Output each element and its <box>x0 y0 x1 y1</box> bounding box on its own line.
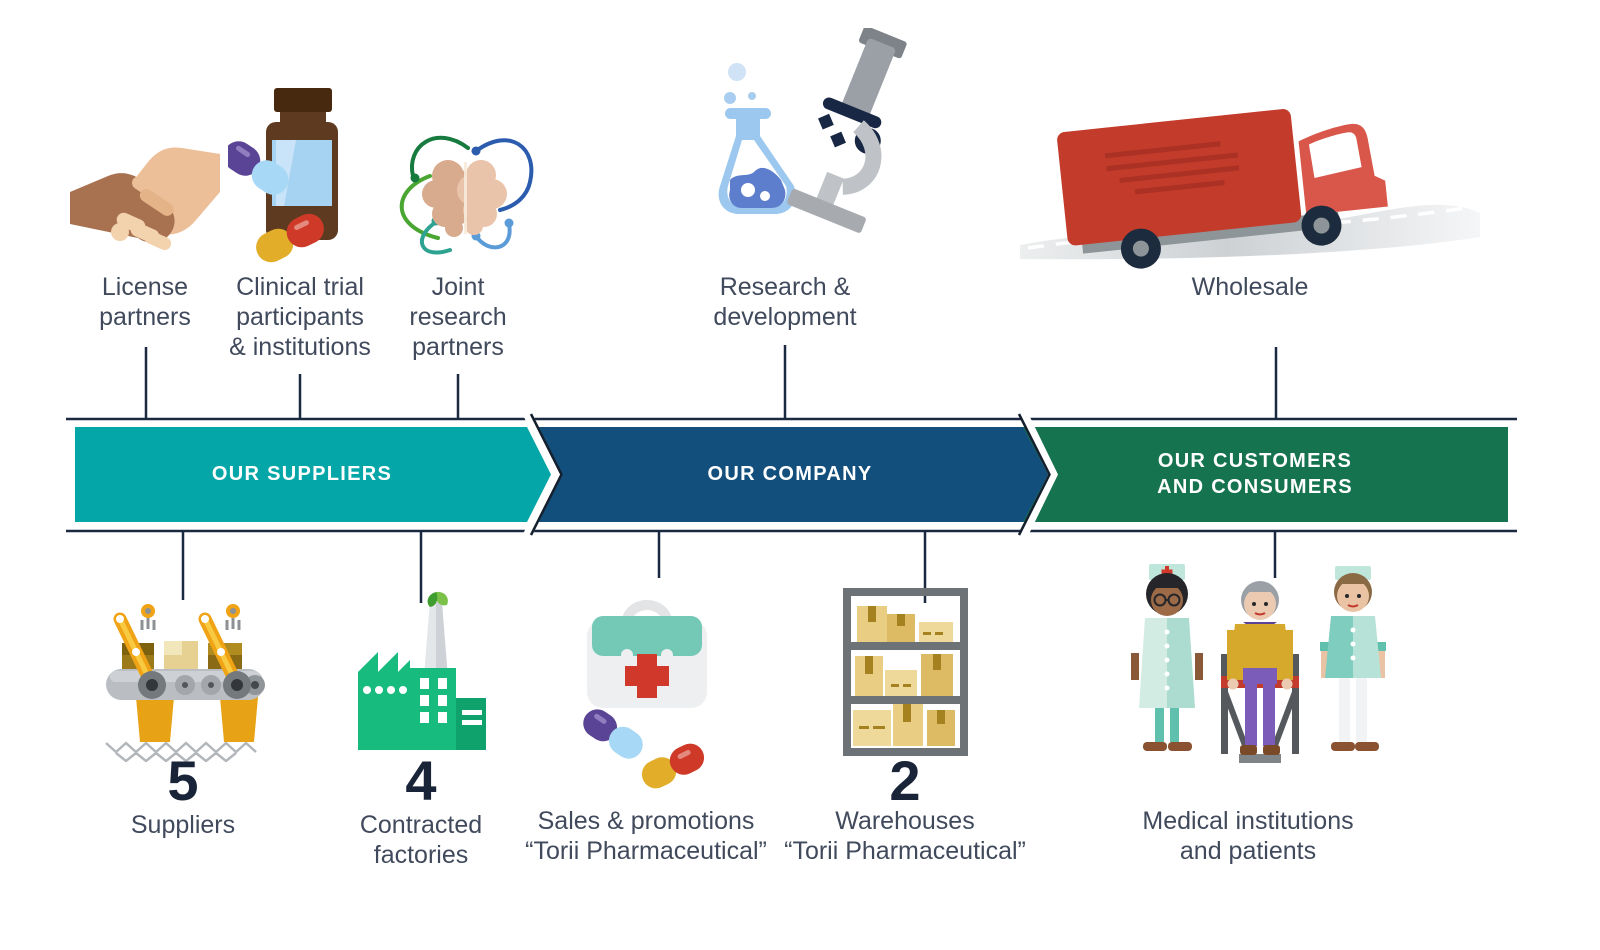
stage-label-suppliers: OUR SUPPLIERS <box>211 463 393 485</box>
label-warehouses: Warehouses “Torii Pharmaceutical” <box>784 807 1026 865</box>
arrow-company <box>535 427 1048 522</box>
stage-label-company: OUR COMPANY <box>707 463 873 485</box>
delivery-truck-icon <box>1020 95 1480 280</box>
flask-microscope-icon <box>695 28 910 268</box>
label-sales-promotions: Sales & promotions “Torii Pharmaceutical… <box>525 807 767 865</box>
label-suppliers: Suppliers <box>130 811 236 839</box>
label-wholesale: Wholesale <box>1191 273 1309 301</box>
factory-icon <box>352 590 492 755</box>
warehouse-shelves-icon <box>843 588 968 756</box>
pill-bottle-icon <box>228 88 340 266</box>
nurse-figure <box>1130 564 1204 751</box>
suppliers-count: 5 <box>167 749 199 812</box>
wheelchair-patient-figure <box>1221 581 1299 763</box>
arrow-customers <box>1020 427 1508 522</box>
factories-count: 4 <box>405 749 437 812</box>
handshake-icon <box>70 132 220 258</box>
first-aid-kit-icon <box>575 592 720 792</box>
medical-staff-patient-icon <box>1115 558 1405 773</box>
label-license-partners: License partners <box>99 273 191 331</box>
label-medical-institutions: Medical institutions and patients <box>1142 807 1354 865</box>
label-joint-research: Joint research partners <box>409 273 507 361</box>
arrow-suppliers <box>75 427 551 522</box>
label-contracted-factories: Contracted factories <box>359 811 483 869</box>
conveyor-robots-icon <box>100 597 270 762</box>
label-clinical-trial: Clinical trial participants & institutio… <box>229 273 371 361</box>
label-research-development: Research & development <box>713 273 857 331</box>
male-nurse-figure <box>1320 566 1386 751</box>
brain-network-icon <box>388 118 538 268</box>
rails <box>66 345 1517 603</box>
stage-label-customers: OUR CUSTOMERS AND CONSUMERS <box>1157 450 1353 498</box>
warehouses-count: 2 <box>889 749 921 812</box>
